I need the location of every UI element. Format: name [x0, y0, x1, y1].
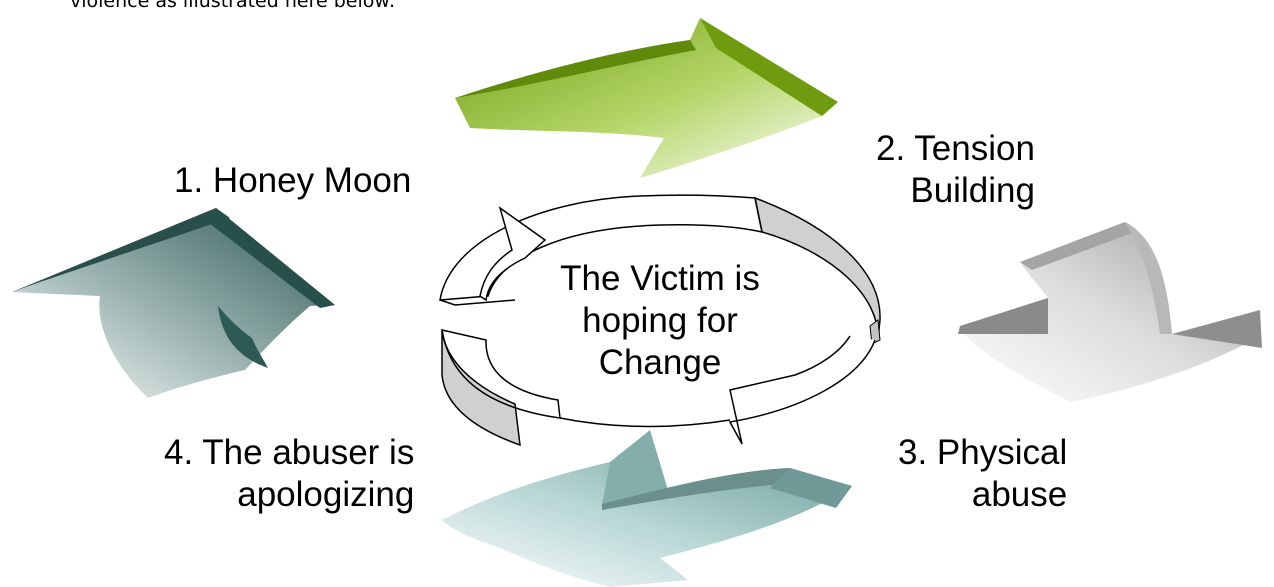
- center-caption-line: Change: [598, 343, 722, 382]
- stage-1-label: 1. Honey Moon: [174, 160, 411, 202]
- light-teal-curved-arrow-icon: [442, 430, 852, 587]
- green-curved-arrow-icon: [455, 18, 838, 178]
- stage-2-label: 2. Tension Building: [876, 128, 1035, 212]
- center-caption: The Victim is hoping for Change: [530, 258, 790, 384]
- stage-4-label: 4. The abuser is apologizing: [164, 432, 414, 516]
- stage-label-line: apologizing: [237, 475, 415, 514]
- stage-label-line: 1. Honey Moon: [174, 161, 412, 200]
- cycle-arrows-icon: [439, 194, 881, 447]
- gray-curved-arrow-icon: [958, 222, 1262, 402]
- stage-label-line: 4. The abuser is: [164, 433, 415, 472]
- dark-teal-curved-arrow-icon: [12, 208, 335, 398]
- stage-label-line: Building: [910, 171, 1035, 210]
- stage-label-line: 3. Physical: [898, 433, 1068, 472]
- stage-label-line: 2. Tension: [876, 129, 1035, 168]
- center-caption-line: The Victim is: [560, 259, 760, 298]
- center-caption-line: hoping for: [582, 301, 738, 340]
- stage-label-line: abuse: [971, 475, 1068, 514]
- stage-3-label: 3. Physical abuse: [898, 432, 1067, 516]
- intro-text: violence as illustrated here below:: [70, 0, 396, 12]
